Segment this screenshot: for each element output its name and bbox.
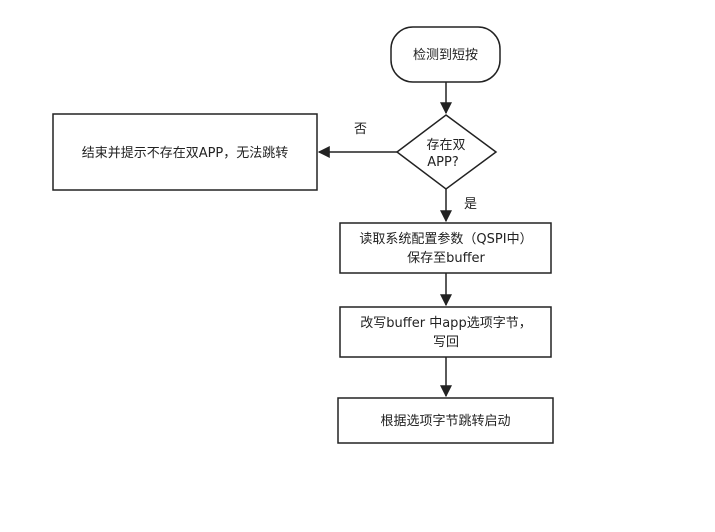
end-no-dual-node: 结束并提示不存在双APP，无法跳转 — [52, 113, 318, 191]
decision-node-label-line2: APP? — [427, 155, 458, 170]
jump-node: 根据选项字节跳转启动 — [337, 397, 554, 444]
read-config-node-label-line1: 读取系统配置参数（QSPI中） — [359, 231, 532, 247]
edge-label-no: 否 — [354, 122, 367, 137]
start-node-label: 检测到短按 — [413, 48, 478, 63]
modify-node-label-line2: 写回 — [433, 335, 459, 350]
decision-node-label-line1: 存在双 — [426, 138, 465, 153]
read-config-node-label-line2: 保存至buffer — [407, 251, 485, 266]
jump-node-shape — [337, 397, 554, 444]
end-no-dual-node-shape — [52, 113, 318, 191]
read-config-node: 读取系统配置参数（QSPI中） 保存至buffer — [339, 222, 552, 274]
end-no-dual-node-label: 结束并提示不存在双APP，无法跳转 — [82, 145, 289, 161]
edge-label-yes: 是 — [464, 197, 477, 212]
decision-node: 存在双 APP? — [395, 114, 498, 190]
modify-node-label-line1: 改写buffer 中app选项字节， — [360, 316, 531, 331]
jump-node-label: 根据选项字节跳转启动 — [380, 414, 510, 429]
modify-node: 改写buffer 中app选项字节， 写回 — [339, 306, 552, 358]
start-node: 检测到短按 — [390, 26, 501, 83]
